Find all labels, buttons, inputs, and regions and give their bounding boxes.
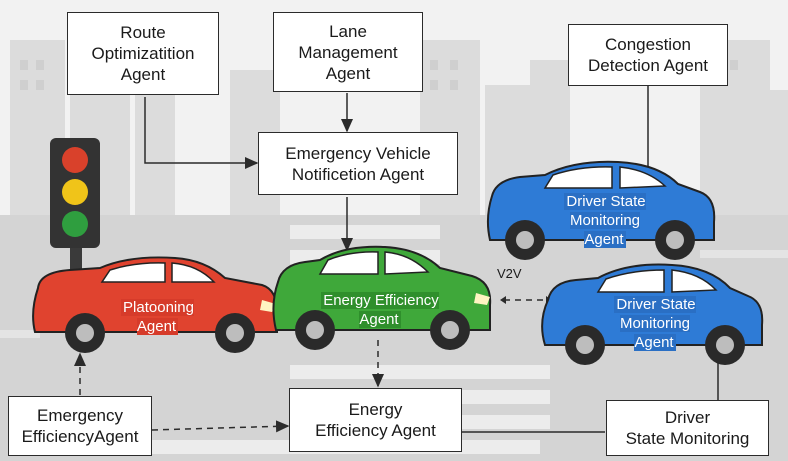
- red-lamp-icon: [62, 147, 88, 173]
- emergency-efficiency-to-energy-arrow: [151, 420, 290, 433]
- blue-car-bottom: [541, 263, 764, 365]
- driver-state-monitoring-box: Driver State Monitoring: [606, 400, 769, 456]
- lane-management-agent-box: Lane Management Agent: [273, 12, 423, 92]
- emergency-efficiency-agent-box: Emergency EfficiencyAgent: [8, 396, 152, 456]
- green-car: [272, 245, 492, 350]
- red-car: [32, 256, 279, 353]
- blue-car-top-label: Driver State Monitoring Agent: [564, 193, 646, 248]
- blue-car-bottom-label: Driver State Monitoring Agent: [614, 296, 696, 351]
- v2v-label: V2V: [497, 266, 522, 281]
- emergency-vehicle-notification-agent-box: Emergency Vehicle Notificetion Agent: [258, 132, 458, 195]
- green-car-label: Energy Efficiency Agent: [321, 292, 439, 328]
- energy-efficiency-agent-box: Energy Efficiency Agent: [289, 388, 462, 452]
- route-to-emergency-arrow: [144, 97, 259, 169]
- red-car-label: Platooning Agent: [121, 299, 194, 335]
- congestion-detection-agent-box: Congestion Detection Agent: [568, 24, 728, 86]
- green-lamp-icon: [62, 211, 88, 237]
- traffic-light: [50, 138, 100, 277]
- yellow-lamp-icon: [62, 179, 88, 205]
- route-optimization-agent-box: Route Optimizatition Agent: [67, 12, 219, 95]
